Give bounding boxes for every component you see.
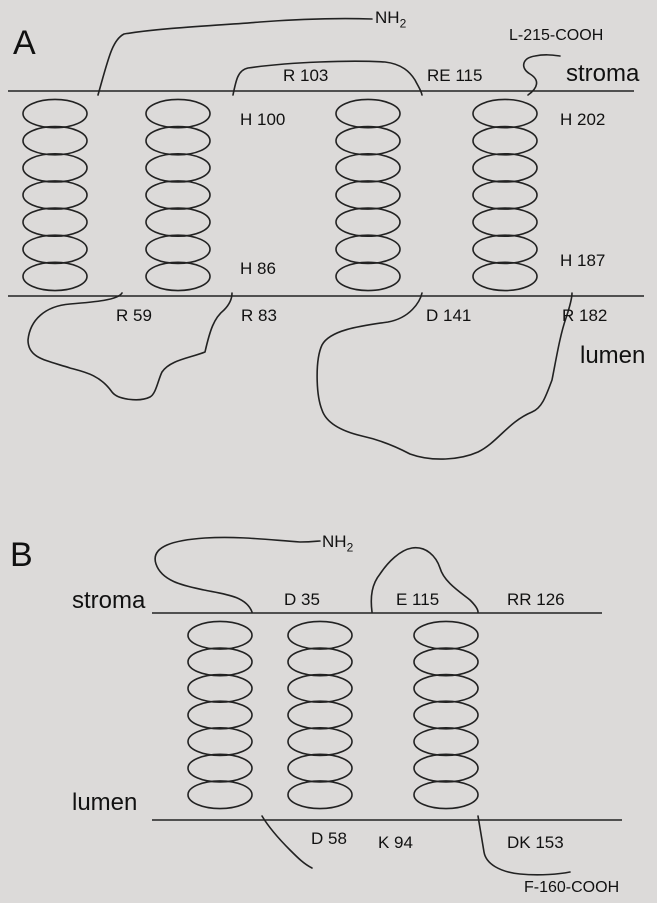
helix-turn <box>288 621 352 649</box>
helix-turn <box>188 728 252 756</box>
panel-a-lumen-label: lumen <box>580 344 645 368</box>
residue-label-h100: H 100 <box>240 111 285 128</box>
residue-label-dk153: DK 153 <box>507 834 564 851</box>
panel-b-stroma-label: stroma <box>72 589 145 613</box>
helix-turn <box>336 235 400 263</box>
helix-turn <box>146 99 210 127</box>
panel-a-label: A <box>13 26 36 60</box>
helix-turn <box>188 648 252 676</box>
panel-a-n-terminus-label: NH2 <box>375 9 406 29</box>
helix-turn <box>146 127 210 155</box>
helix-turn <box>146 262 210 290</box>
helix-turn <box>473 208 537 236</box>
residue-label-r59: R 59 <box>116 307 152 324</box>
residue-label-d35: D 35 <box>284 591 320 608</box>
helix-turn <box>288 781 352 809</box>
helix-turn <box>414 621 478 649</box>
helix-turn <box>336 262 400 290</box>
helix-turn <box>414 728 478 756</box>
helix-turn <box>473 262 537 290</box>
helix-turn <box>23 235 87 263</box>
helix-turn <box>336 99 400 127</box>
helix-turn <box>146 235 210 263</box>
panel-b-lumen-label: lumen <box>72 791 137 815</box>
helix-turn <box>288 754 352 782</box>
helix-turn <box>473 154 537 182</box>
helix-turn <box>188 754 252 782</box>
helix-turn <box>23 154 87 182</box>
residue-label-r182: R 182 <box>562 307 607 324</box>
residue-label-h202: H 202 <box>560 111 605 128</box>
residue-label-re115: RE 115 <box>427 67 482 84</box>
panel-a-stroma-label: stroma <box>566 62 639 86</box>
residue-label-r103: R 103 <box>283 67 328 84</box>
residue-label-h86: H 86 <box>240 260 276 277</box>
panel-b-n-terminus-label: NH2 <box>322 533 353 553</box>
residue-label-d58: D 58 <box>311 830 347 847</box>
helix-turn <box>414 754 478 782</box>
helix-turn <box>188 781 252 809</box>
panel-b-c-terminus-label: F-160-COOH <box>524 880 619 896</box>
panel-a-c-terminal-loop <box>524 55 560 95</box>
helix-turn <box>146 154 210 182</box>
helix-turn <box>336 127 400 155</box>
residue-label-r83: R 83 <box>241 307 277 324</box>
helix-turn <box>336 181 400 209</box>
residue-label-d141: D 141 <box>426 307 471 324</box>
helix-turn <box>414 701 478 729</box>
helix-turn <box>473 127 537 155</box>
helix-turn <box>23 208 87 236</box>
residue-label-e115: E 115 <box>396 591 439 608</box>
helix-turn <box>23 99 87 127</box>
helix-turn <box>146 208 210 236</box>
panel-a-helix-1 <box>23 99 87 290</box>
panel-a-helix-4 <box>473 99 537 290</box>
helix-turn <box>188 675 252 703</box>
helix-turn <box>288 648 352 676</box>
helix-turn <box>23 181 87 209</box>
panel-a-helix-3 <box>336 99 400 290</box>
helix-turn <box>23 127 87 155</box>
helix-turn <box>473 235 537 263</box>
panel-b-helix-2 <box>288 621 352 808</box>
panel-a-helix-2 <box>146 99 210 290</box>
panel-b-label: B <box>10 538 33 572</box>
helix-turn <box>23 262 87 290</box>
residue-label-k94: K 94 <box>378 834 413 851</box>
helix-turn <box>188 701 252 729</box>
helix-turn <box>414 648 478 676</box>
helix-turn <box>288 675 352 703</box>
residue-label-rr126: RR 126 <box>507 591 565 608</box>
helix-turn <box>336 154 400 182</box>
residue-label-h187: H 187 <box>560 252 605 269</box>
panel-a-c-terminus-label: L-215-COOH <box>509 28 603 44</box>
panel-b-helix-1 <box>188 621 252 808</box>
helix-turn <box>473 181 537 209</box>
helix-turn <box>473 99 537 127</box>
helix-turn <box>336 208 400 236</box>
panel-b-helix-3 <box>414 621 478 808</box>
helix-turn <box>146 181 210 209</box>
helix-turn <box>188 621 252 649</box>
helix-turn <box>288 728 352 756</box>
panel-b-lumen-loop <box>262 816 312 868</box>
helix-turn <box>288 701 352 729</box>
helix-turn <box>414 781 478 809</box>
helix-turn <box>414 675 478 703</box>
